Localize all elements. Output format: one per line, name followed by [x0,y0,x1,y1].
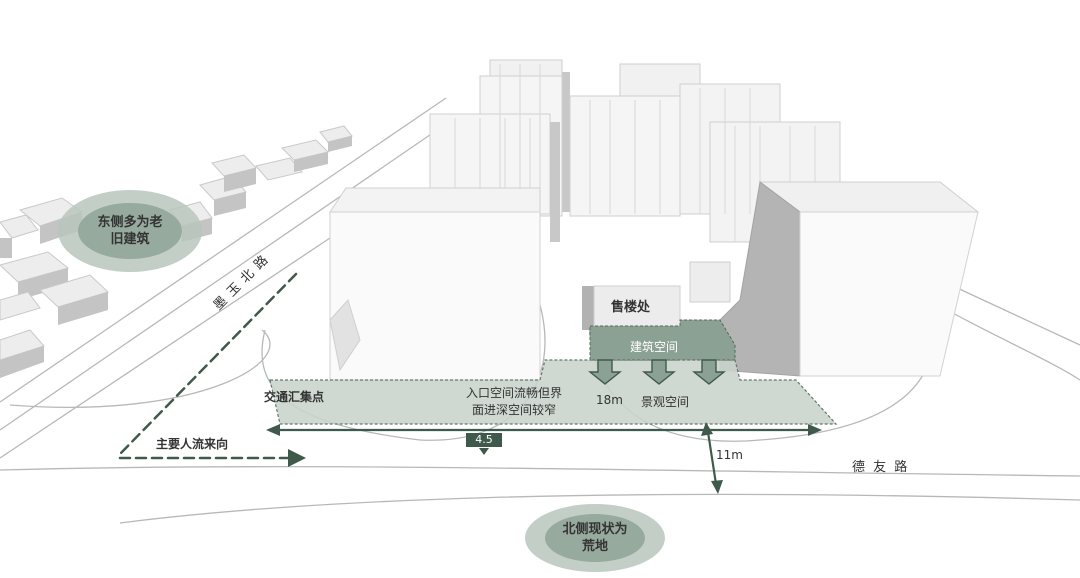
landscape-space-label: 景观空间 [641,395,690,409]
entrance-note-line2: 面进深空间较窄 [472,403,557,417]
flow-arrowhead [288,449,306,467]
frontage-zone [269,359,838,425]
north-note-line1: 北侧现状为 [562,522,628,537]
sales-office-label: 售楼处 [611,300,651,315]
east-bubble [58,190,202,272]
dimension-18m: 18m [596,393,623,407]
north-note-line2: 荒地 [581,539,608,554]
north-wasteland-note: 北侧现状为 荒地 [535,521,655,555]
frontage-dimension-arrow [266,424,822,436]
depth-dimension-arrow [701,422,723,494]
road-name-deyou: 德 友 路 [852,460,910,475]
east-old-buildings-note: 东侧多为老 旧建筑 [70,214,190,248]
east-note-line2: 旧建筑 [110,232,150,247]
entrance-note-line1: 入口空间流畅但界 [466,386,563,400]
dimension-4-5: 4.5 [475,433,493,446]
sales-office [582,285,736,361]
down-arrows [588,359,726,385]
dimension-11m: 11m [716,448,743,462]
pedestrian-flow-path [118,272,298,460]
front-left-tower [329,187,541,381]
front-right-tower [719,181,980,377]
entrance-space-note: 入口空间流畅但界 面进深空间较窄 [466,385,562,419]
traffic-gathering-point-label: 交通汇集点 [264,390,325,404]
dimension-badge [466,433,502,455]
main-pedestrian-flow-label: 主要人流来向 [156,437,229,451]
old-buildings-east [0,125,353,378]
east-note-line1: 东侧多为老 [97,215,163,230]
building-space-label: 建筑空间 [630,340,679,354]
north-bubble [525,504,665,572]
